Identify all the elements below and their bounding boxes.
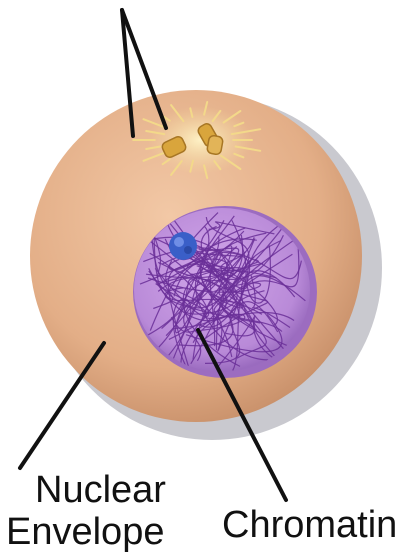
chromatin-label: Chromatin xyxy=(222,505,396,545)
nuclear-envelope-label-line2: Envelope xyxy=(6,512,164,552)
nucleolus xyxy=(169,232,197,260)
leader-line-nuclear-envelope xyxy=(20,343,104,468)
nucleus-icon xyxy=(133,206,317,378)
nuclear-envelope-label-line1: Nuclear xyxy=(35,470,166,510)
